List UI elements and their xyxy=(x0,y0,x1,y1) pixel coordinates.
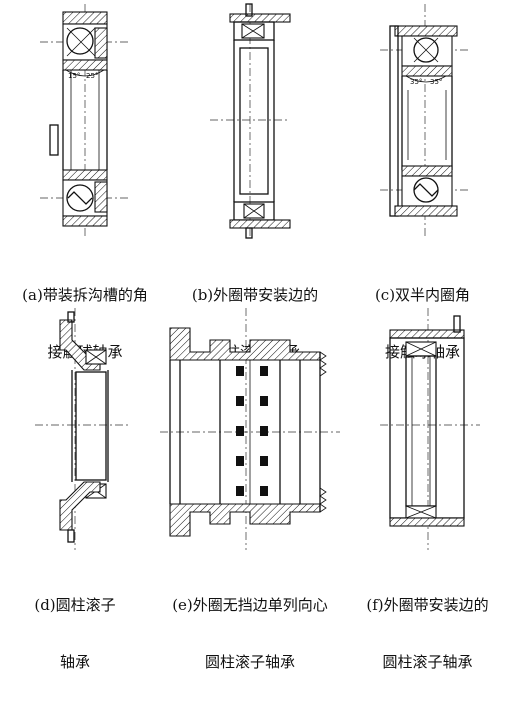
bearing-drawing-b xyxy=(210,3,291,239)
caption-e: (e)外圈无挡边单列向心 圆柱滚子轴承 xyxy=(150,558,350,710)
caption-d: (d)圆柱滚子 轴承 xyxy=(0,558,150,710)
caption-b-line1: (b)外圈带安装边的 xyxy=(191,286,319,304)
bearing-drawing-a: 15° 25° xyxy=(40,4,130,236)
caption-c-line1: (c)双半内圈角 xyxy=(374,286,471,304)
caption-f: (f)外圈带安装边的 圆柱滚子轴承 xyxy=(350,558,505,710)
caption-e-line2: 圆柱滚子轴承 xyxy=(204,653,295,671)
caption-d-line2: 轴承 xyxy=(59,653,90,671)
angle-label-right: 25° xyxy=(86,72,98,80)
caption-d-line1: (d)圆柱滚子 xyxy=(34,596,116,614)
caption-f-line1: (f)外圈带安装边的 xyxy=(366,596,489,614)
figure-e: (e)外圈无挡边单列向心 圆柱滚子轴承 xyxy=(150,300,350,671)
angle-label-left: 15° xyxy=(68,72,80,80)
figure-d: (d)圆柱滚子 轴承 xyxy=(0,300,170,671)
caption-f-line2: 圆柱滚子轴承 xyxy=(382,653,473,671)
bearing-drawing-c: 35° 35° xyxy=(380,4,470,236)
angle-label-right: 35° xyxy=(430,78,442,86)
bearing-drawing-e xyxy=(160,308,340,550)
caption-e-line1: (e)外圈无挡边单列向心 xyxy=(172,596,328,614)
figure-c: 35° 35° (c)双半内圈角 接触球轴承 xyxy=(340,0,505,361)
caption-a-line1: (a)带装拆沟槽的角 xyxy=(22,286,148,304)
bearing-drawing-f xyxy=(380,308,480,550)
angle-label-left: 35° xyxy=(410,78,422,86)
figure-b: (b)外圈带安装边的 圆柱滚子轴承 xyxy=(170,0,340,361)
bearing-drawing-d xyxy=(35,308,130,550)
figure-a: 15° 25° (a)带装拆沟槽的角 接触球轴承 xyxy=(0,0,170,361)
figure-f: (f)外圈带安装边的 圆柱滚子轴承 xyxy=(350,300,505,671)
